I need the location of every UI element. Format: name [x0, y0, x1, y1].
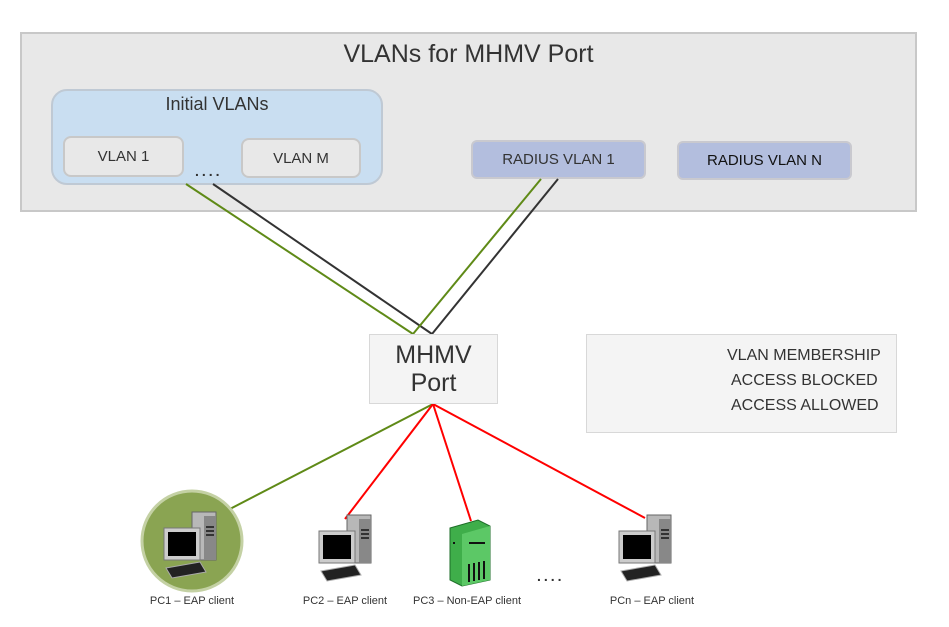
initial-vlans-membership-line — [212, 183, 433, 335]
initial-vlans-allowed-line — [185, 183, 414, 335]
port-label-line1: MHMV — [395, 341, 472, 369]
mhmv-port-box: MHMV Port — [369, 334, 498, 404]
legend-membership-label: VLAN MEMBERSHIP — [727, 347, 881, 364]
pc2-computer-icon — [318, 514, 372, 582]
diagram-title: VLANs for MHMV Port — [343, 40, 594, 68]
radius-vlan-n-box: RADIUS VLAN N — [677, 141, 852, 180]
pcn-label: PCn – EAP client — [609, 595, 695, 607]
legend-allowed-label: ACCESS ALLOWED — [731, 397, 879, 414]
pcn-blocked-line — [432, 403, 646, 519]
vlan-1-box: VLAN 1 — [63, 136, 184, 177]
port-label-line2: Port — [410, 369, 457, 397]
pc1-label: PC1 – EAP client — [149, 595, 235, 607]
pc1-allowed-line — [227, 403, 434, 511]
pc3-blocked-line — [432, 403, 472, 522]
pc3-label: PC3 – Non-EAP client — [412, 595, 522, 607]
radius-vlan-membership-line — [431, 178, 559, 335]
pc3-server-icon — [449, 519, 491, 587]
radius-vlan-1-box: RADIUS VLAN 1 — [471, 140, 646, 179]
legend-blocked-label: ACCESS BLOCKED — [731, 372, 878, 389]
vlans-ellipsis: .... — [195, 163, 223, 179]
pcn-computer-icon — [618, 514, 672, 582]
clients-ellipsis: .... — [537, 568, 565, 584]
initial-vlans-title: Initial VLANs — [165, 94, 269, 114]
pc1-computer-icon — [163, 511, 217, 579]
legend — [586, 334, 897, 433]
pc2-label: PC2 – EAP client — [302, 595, 388, 607]
pc2-blocked-line — [344, 403, 434, 520]
vlan-m-box: VLAN M — [241, 138, 361, 178]
radius-vlan-allowed-line — [412, 178, 542, 335]
